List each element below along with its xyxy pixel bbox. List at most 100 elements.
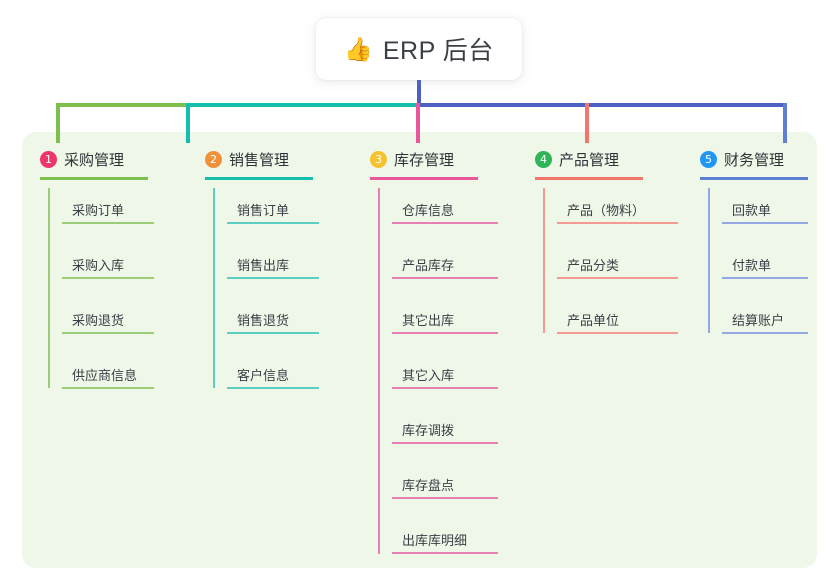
bus-segment-green bbox=[56, 103, 188, 107]
leaf-item[interactable]: 产品单位 bbox=[557, 298, 678, 353]
column-header-rule bbox=[40, 177, 148, 180]
leaf-item-label: 采购退货 bbox=[72, 313, 125, 328]
leaf-item-rule bbox=[557, 222, 678, 224]
leaf-item[interactable]: 供应商信息 bbox=[62, 353, 154, 408]
leaf-item-rule bbox=[557, 332, 678, 334]
leaf-item-label: 产品分类 bbox=[567, 258, 620, 273]
leaf-item-label: 回款单 bbox=[732, 203, 772, 218]
leaf-item-label: 产品单位 bbox=[567, 313, 620, 328]
leaf-list: 产品（物料） 产品分类产品单位 bbox=[535, 188, 678, 353]
leaf-item-rule bbox=[227, 222, 319, 224]
leaf-item-rule bbox=[392, 387, 498, 389]
leaf-item-label: 产品库存 bbox=[402, 258, 455, 273]
leaf-item-label: 其它出库 bbox=[402, 313, 455, 328]
leaf-item[interactable]: 付款单 bbox=[722, 243, 808, 298]
column-spine-line bbox=[378, 188, 380, 554]
leaf-item-label: 库存调拨 bbox=[402, 423, 455, 438]
leaf-item[interactable]: 产品（物料） bbox=[557, 188, 678, 243]
leaf-item[interactable]: 采购退货 bbox=[62, 298, 154, 353]
leaf-item-rule bbox=[62, 332, 154, 334]
leaf-item-label: 库存盘点 bbox=[402, 478, 455, 493]
bus-segment-blue bbox=[417, 103, 785, 107]
leaf-item-rule bbox=[392, 442, 498, 444]
column-spine-line bbox=[213, 188, 215, 388]
leaf-item-label: 销售出库 bbox=[237, 258, 290, 273]
column-header-1[interactable]: 1 采购管理 bbox=[40, 148, 148, 170]
leaf-item-rule bbox=[722, 222, 808, 224]
drop-line-col-2 bbox=[186, 103, 190, 143]
leaf-item-label: 销售订单 bbox=[237, 203, 290, 218]
leaf-item-label: 付款单 bbox=[732, 258, 772, 273]
column-badge-icon: 5 bbox=[700, 150, 717, 168]
leaf-item-rule bbox=[62, 222, 154, 224]
column-header-rule bbox=[205, 177, 313, 180]
column-spine-line bbox=[48, 188, 50, 388]
leaf-item-label: 供应商信息 bbox=[72, 368, 138, 383]
leaf-item-rule bbox=[62, 277, 154, 279]
column-spine-line bbox=[708, 188, 710, 333]
leaf-item-rule bbox=[392, 222, 498, 224]
leaf-item[interactable]: 库存调拨 bbox=[392, 408, 498, 463]
leaf-item-label: 其它入库 bbox=[402, 368, 455, 383]
leaf-list: 仓库信息产品库存其它出库其它入库库存调拨库存盘点出库库明细 bbox=[370, 188, 498, 573]
column-title: 库存管理 bbox=[394, 151, 455, 169]
leaf-item-label: 仓库信息 bbox=[402, 203, 455, 218]
leaf-item[interactable]: 销售出库 bbox=[227, 243, 319, 298]
leaf-item-rule bbox=[392, 552, 498, 554]
leaf-item[interactable]: 结算账户 bbox=[722, 298, 808, 353]
drop-line-col-3 bbox=[416, 103, 420, 143]
leaf-item-label: 客户信息 bbox=[237, 368, 290, 383]
leaf-item[interactable]: 产品分类 bbox=[557, 243, 678, 298]
leaf-item[interactable]: 出库库明细 bbox=[392, 518, 498, 573]
leaf-item-rule bbox=[227, 277, 319, 279]
leaf-item[interactable]: 回款单 bbox=[722, 188, 808, 243]
leaf-item[interactable]: 其它入库 bbox=[392, 353, 498, 408]
leaf-item-rule bbox=[62, 387, 154, 389]
leaf-item-label: 出库库明细 bbox=[402, 533, 468, 548]
drop-line-col-1 bbox=[56, 103, 60, 143]
root-node-card[interactable]: 👍 ERP 后台 bbox=[316, 18, 522, 80]
leaf-item-rule bbox=[392, 332, 498, 334]
leaf-item[interactable]: 产品库存 bbox=[392, 243, 498, 298]
leaf-item[interactable]: 仓库信息 bbox=[392, 188, 498, 243]
diagram-panel bbox=[22, 132, 817, 568]
leaf-item[interactable]: 库存盘点 bbox=[392, 463, 498, 518]
leaf-item-label: 产品（物料） bbox=[567, 203, 646, 218]
column-title: 销售管理 bbox=[229, 151, 290, 169]
leaf-item-rule bbox=[557, 277, 678, 279]
leaf-item-rule bbox=[722, 332, 808, 334]
leaf-list: 销售订单销售出库销售退货客户信息 bbox=[205, 188, 319, 408]
column-header-rule bbox=[370, 177, 478, 180]
leaf-item-label: 采购订单 bbox=[72, 203, 125, 218]
thumbs-up-icon: 👍 bbox=[344, 35, 373, 62]
leaf-item[interactable]: 其它出库 bbox=[392, 298, 498, 353]
column-header-rule bbox=[535, 177, 643, 180]
leaf-item-rule bbox=[227, 332, 319, 334]
leaf-item-rule bbox=[392, 277, 498, 279]
bus-segment-teal bbox=[188, 103, 417, 107]
leaf-item-rule bbox=[722, 277, 808, 279]
column-badge-icon: 1 bbox=[40, 150, 57, 168]
leaf-list: 回款单付款单结算账户 bbox=[700, 188, 808, 353]
drop-line-col-4 bbox=[585, 103, 589, 143]
column-spine-line bbox=[543, 188, 545, 333]
leaf-item[interactable]: 客户信息 bbox=[227, 353, 319, 408]
leaf-item[interactable]: 采购入库 bbox=[62, 243, 154, 298]
leaf-item[interactable]: 采购订单 bbox=[62, 188, 154, 243]
column-1: 1 采购管理采购订单采购入库采购退货供应商信息 bbox=[40, 148, 154, 408]
column-title: 产品管理 bbox=[559, 151, 620, 169]
leaf-item[interactable]: 销售退货 bbox=[227, 298, 319, 353]
leaf-item-rule bbox=[392, 497, 498, 499]
column-title: 采购管理 bbox=[64, 151, 125, 169]
leaf-item[interactable]: 销售订单 bbox=[227, 188, 319, 243]
trunk-vertical-line bbox=[417, 78, 421, 105]
